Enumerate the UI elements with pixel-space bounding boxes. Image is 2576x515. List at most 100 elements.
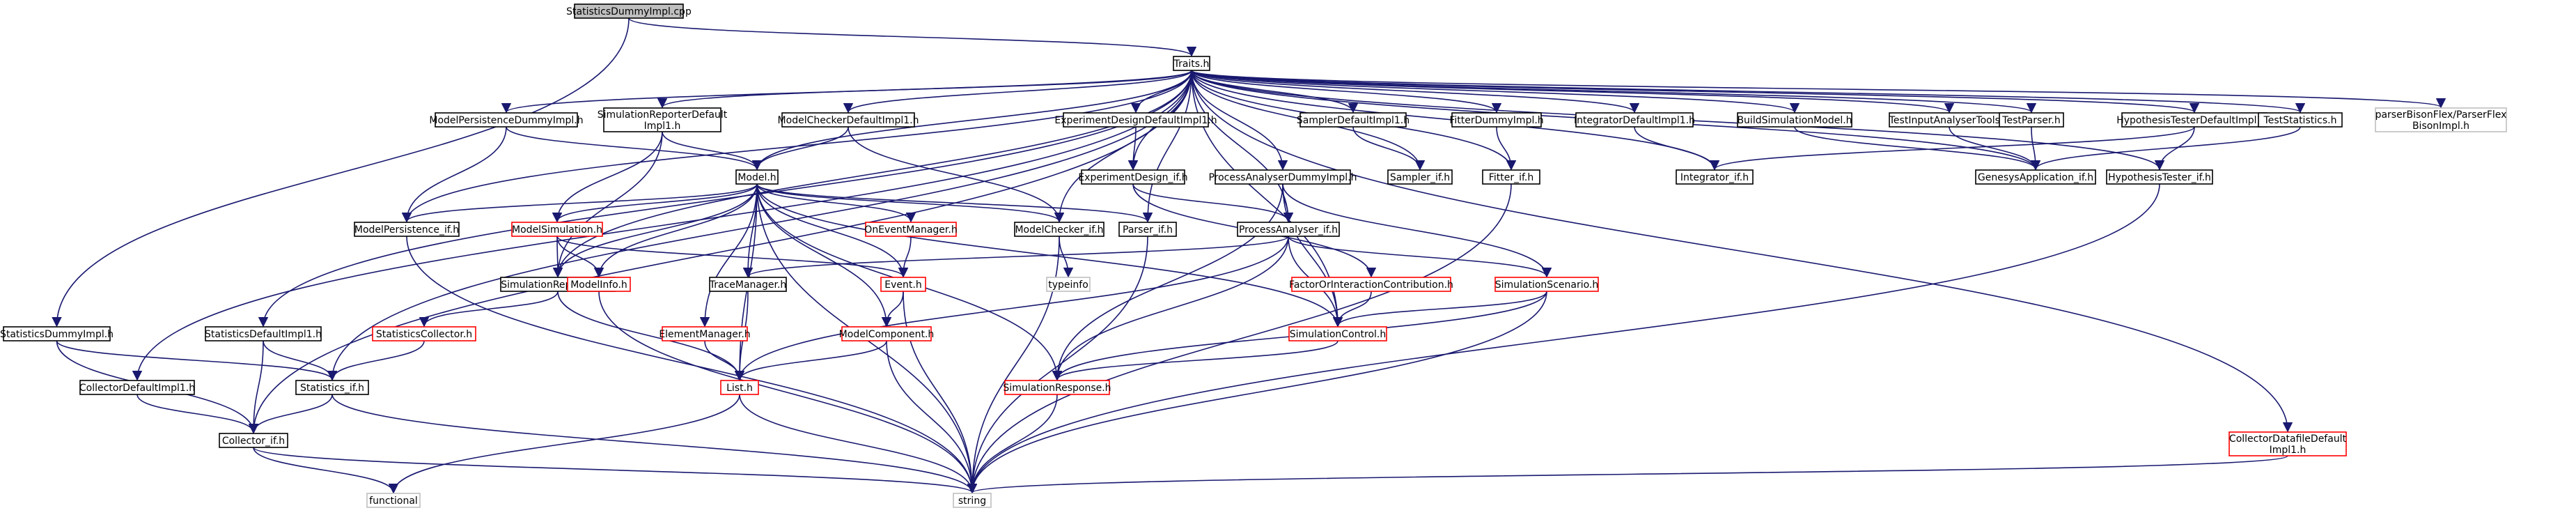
node-label: Model.h	[737, 172, 776, 183]
dependency-edge	[1191, 70, 1954, 114]
node-testParser[interactable]: TestParser.h	[1999, 112, 2064, 128]
node-traceMgr[interactable]: TraceManager.h	[709, 277, 787, 292]
edge-path	[662, 131, 763, 171]
node-box	[1999, 112, 2064, 128]
node-elementMgr[interactable]: ElementManager.h	[659, 326, 751, 341]
node-fitterIf[interactable]: Fitter_if.h	[1482, 169, 1540, 185]
node-procAnalyserDummy[interactable]: ProcessAnalyserDummyImpl.h	[1208, 169, 1357, 185]
node-modelComponent[interactable]: ModelComponent.h	[839, 326, 935, 341]
edge-path	[552, 183, 758, 223]
dependency-edge	[388, 394, 740, 494]
node-modelInfo[interactable]: ModelInfo.h	[567, 277, 631, 292]
node-procAnalyserIf[interactable]: ProcessAnalyser_if.h	[1237, 222, 1340, 237]
node-box	[435, 112, 578, 128]
node-box	[1215, 169, 1351, 185]
node-typeinfo: typeinfo	[1046, 277, 1091, 292]
node-list[interactable]: List.h	[720, 380, 759, 395]
node-label: CollectorDefaultImpl1.h	[79, 383, 195, 394]
node-label: ExperimentDesignDefaultImpl1.h	[1054, 115, 1217, 126]
edge-path	[734, 236, 1289, 381]
dependency-edge	[556, 236, 908, 278]
node-box	[1451, 112, 1542, 128]
node-modelPersIf[interactable]: ModelPersistence_if.h	[354, 222, 460, 237]
node-integratorIf[interactable]: Integrator_if.h	[1676, 169, 1754, 185]
dependency-edge	[848, 126, 1065, 223]
node-modelCheckerIf[interactable]: ModelChecker_if.h	[1014, 222, 1104, 237]
node-integratorDefault[interactable]: IntegratorDefaultImpl1.h	[1574, 112, 1695, 128]
node-collectorDefault[interactable]: CollectorDefaultImpl1.h	[79, 380, 195, 395]
node-model[interactable]: Model.h	[735, 169, 779, 185]
edge-path	[406, 236, 978, 494]
node-box	[1118, 222, 1177, 237]
node-box	[1975, 169, 2096, 185]
dependency-edge	[1496, 126, 1517, 171]
dependency-edge	[136, 394, 259, 434]
edge-path	[331, 394, 978, 494]
edge-path	[756, 183, 1065, 223]
node-label: ModelCheckerDefaultImpl1.h	[778, 115, 919, 126]
node-label: FactorOrInteractionContribution.h	[1289, 279, 1453, 291]
dependency-edge	[557, 291, 745, 381]
node-label: ProcessAnalyser_if.h	[1239, 224, 1338, 236]
node-label: Fitter_if.h	[1489, 172, 1533, 183]
node-statsCollector[interactable]: StatisticsCollector.h	[372, 326, 476, 341]
node-hypTesterDefault[interactable]: HypothesisTesterDefaultImpl1.h	[2116, 112, 2272, 128]
edge-path	[401, 70, 1192, 223]
edge-path	[552, 236, 563, 278]
node-genesysApp[interactable]: GenesysApplication_if.h	[1975, 169, 2096, 185]
node-simResponse[interactable]: SimulationResponse.h	[1003, 380, 1111, 395]
node-box	[2258, 112, 2343, 128]
node-label: TestParser.h	[2001, 115, 2060, 126]
dependency-edge	[327, 70, 1192, 381]
node-testStatistics[interactable]: TestStatistics.h	[2258, 112, 2343, 128]
node-testInputAnalyser[interactable]: TestInputAnalyserTools.h	[1889, 112, 2010, 128]
node-fitterDummy[interactable]: FitterDummyImpl.h	[1449, 112, 1544, 128]
node-label: ModelSimulation.h	[512, 224, 602, 236]
node-label: ModelInfo.h	[570, 279, 627, 291]
dependency-edge	[552, 236, 563, 278]
node-expDesignIf[interactable]: ExperimentDesign_if.h	[1078, 169, 1188, 185]
node-modelCheckerDefault[interactable]: ModelCheckerDefaultImpl1.h	[778, 112, 919, 128]
node-traits[interactable]: Traits.h	[1173, 56, 1210, 71]
node-collectorIf[interactable]: Collector_if.h	[219, 433, 288, 448]
dependency-edge	[52, 17, 630, 328]
node-factorInter[interactable]: FactorOrInteractionContribution.h	[1289, 277, 1453, 292]
node-statsDefault[interactable]: StatisticsDefaultImpl1.h	[205, 326, 322, 341]
edge-path	[593, 183, 758, 278]
node-buildSimModel[interactable]: BuildSimulationModel.h	[1737, 112, 1852, 128]
node-samplerDefault[interactable]: SamplerDefaultImpl1.h	[1297, 112, 1410, 128]
node-expDesignDefault[interactable]: ExperimentDesignDefaultImpl1.h	[1054, 112, 1217, 128]
dependency-edge	[1052, 183, 1283, 381]
node-modelPersDummy[interactable]: ModelPersistenceDummyImpl.h	[429, 112, 584, 128]
node-box	[1014, 222, 1104, 237]
node-statsDummyImpl[interactable]: StatisticsDummyImpl.h	[0, 326, 114, 341]
edge-path	[1191, 70, 1954, 114]
dependency-edge	[253, 447, 399, 494]
node-parserIf[interactable]: Parser_if.h	[1118, 222, 1177, 237]
node-box	[1482, 169, 1540, 185]
dependency-edge	[1634, 126, 1720, 171]
edge-path	[556, 236, 908, 278]
edge-path	[751, 70, 1192, 171]
node-box	[1004, 380, 1110, 395]
node-box	[2375, 107, 2507, 132]
dependency-edge	[1052, 236, 1289, 381]
node-modelSim[interactable]: ModelSimulation.h	[511, 222, 603, 237]
node-box	[865, 222, 957, 237]
node-box	[735, 169, 779, 185]
node-samplerIf[interactable]: Sampler_if.h	[1387, 169, 1453, 185]
node-statsIf[interactable]: Statistics_if.h	[295, 380, 369, 395]
edge-path	[967, 291, 1547, 494]
node-layer: StatisticsDummyImpl.cppTraits.hStatistic…	[0, 3, 2507, 508]
edge-path	[843, 70, 1192, 114]
node-onEventMgr[interactable]: OnEventManager.h	[864, 222, 958, 237]
node-hypTesterIf[interactable]: HypothesisTester_if.h	[2106, 169, 2213, 185]
dependency-edge	[402, 183, 758, 223]
node-label: string	[958, 495, 986, 507]
node-event[interactable]: Event.h	[880, 277, 926, 292]
node-simControl[interactable]: SimulationControl.h	[1288, 326, 1387, 341]
node-simScenario[interactable]: SimulationScenario.h	[1494, 277, 1599, 292]
edge-path	[756, 183, 892, 328]
